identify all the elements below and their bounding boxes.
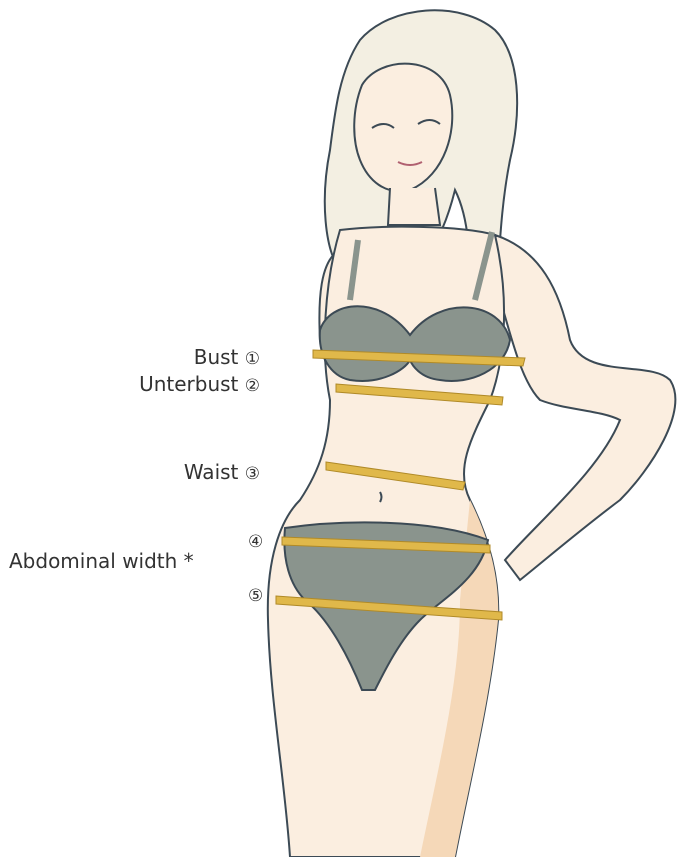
underbust-label: Unterbust ②	[139, 373, 260, 397]
bust-number: ①	[245, 349, 260, 369]
underbust-number: ②	[245, 376, 260, 396]
waist-name: Waist	[184, 460, 239, 484]
hip-number: ⑤	[248, 585, 263, 607]
bust-label: Bust ①	[194, 346, 260, 370]
abdominal-width-name: Abdominal width *	[9, 549, 194, 573]
bust-name: Bust	[194, 345, 239, 369]
abdominal-width-number: ④	[248, 531, 263, 553]
neck	[388, 188, 440, 225]
underbust-name: Unterbust	[139, 372, 238, 396]
waist-number: ③	[245, 464, 260, 484]
abdominal-width-label: Abdominal width *	[9, 550, 194, 572]
waist-label: Waist ③	[184, 461, 260, 485]
arm-right	[495, 235, 675, 580]
